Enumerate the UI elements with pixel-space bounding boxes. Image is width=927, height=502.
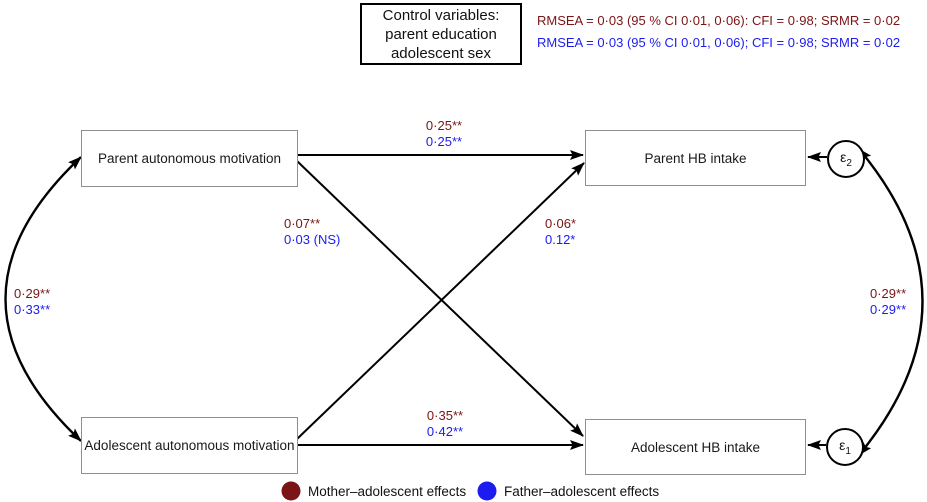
- legend-item-mother: Mother–adolescent effects: [281, 481, 466, 501]
- node-parent-hb-intake: Parent HB intake: [585, 130, 806, 186]
- curve-error-covariance: [858, 148, 924, 456]
- epsilon-1-subscript: 1: [845, 445, 851, 457]
- legend-label-mother: Mother–adolescent effects: [308, 483, 467, 499]
- arrow-parent-motivation-to-adolescent-intake: [296, 160, 584, 437]
- fit-statistics-mother: RMSEA = 0·03 (95 % CI 0·01, 0·06): CFI =…: [537, 13, 901, 28]
- coef-value-mother: 0·29**: [14, 286, 51, 301]
- legend-label-father: Father–adolescent effects: [504, 483, 660, 499]
- coef-value-father: 0·29**: [870, 302, 907, 317]
- coef-value-father: 0.12*: [545, 232, 576, 247]
- coef-value-mother: 0·25**: [425, 118, 463, 133]
- coef-value-father: 0·33**: [14, 302, 51, 317]
- node-adolescent-autonomous-motivation: Adolescent autonomous motivation: [81, 417, 298, 474]
- control-variables-line2: parent education: [385, 25, 497, 43]
- coef-value-father: 0·25**: [425, 134, 463, 149]
- error-term-e2: ε2: [827, 140, 865, 178]
- control-variables-box: Control variables: parent education adol…: [360, 3, 522, 65]
- coef-value-mother: 0·06*: [545, 216, 577, 231]
- node-parent-autonomous-motivation: Parent autonomous motivation: [81, 130, 298, 187]
- coef-parent-mot-to-adolescent-intake: 0·07** 0·03 (NS): [284, 216, 340, 248]
- coef-adolescent-mot-to-parent-intake: 0·06* 0.12*: [545, 216, 576, 248]
- coef-value-father: 0·03 (NS): [284, 232, 341, 247]
- coef-adolescent-mot-to-adolescent-intake: 0·35** 0·42**: [427, 408, 463, 440]
- fit-statistics-father: RMSEA = 0·03 (95 % CI 0·01, 0·06); CFI =…: [537, 35, 901, 50]
- epsilon-2-subscript: 2: [846, 157, 852, 169]
- node-adolescent-hb-intake: Adolescent HB intake: [585, 419, 806, 475]
- mother-legend-dot-icon: [281, 481, 301, 501]
- arrow-adolescent-motivation-to-parent-intake: [296, 162, 585, 440]
- father-legend-dot-icon: [477, 481, 497, 501]
- coef-value-mother: 0·07**: [284, 216, 321, 231]
- epsilon-2-symbol: ε: [840, 149, 847, 166]
- coef-parent-mot-to-parent-intake: 0·25** 0·25**: [426, 118, 462, 150]
- coef-motivation-covariance: 0·29** 0·33**: [14, 286, 50, 318]
- control-variables-line1: Control variables:: [382, 6, 500, 24]
- control-variables-line3: adolescent sex: [390, 44, 492, 62]
- coef-value-father: 0·42**: [426, 424, 464, 439]
- coef-error-covariance: 0·29** 0·29**: [870, 286, 906, 318]
- epsilon-1-symbol: ε: [839, 437, 846, 454]
- curve-motivation-covariance: [4, 156, 82, 442]
- coef-value-mother: 0·29**: [870, 286, 907, 301]
- legend-item-father: Father–adolescent effects: [477, 481, 659, 501]
- coef-value-mother: 0·35**: [426, 408, 464, 423]
- error-term-e1: ε1: [826, 428, 864, 466]
